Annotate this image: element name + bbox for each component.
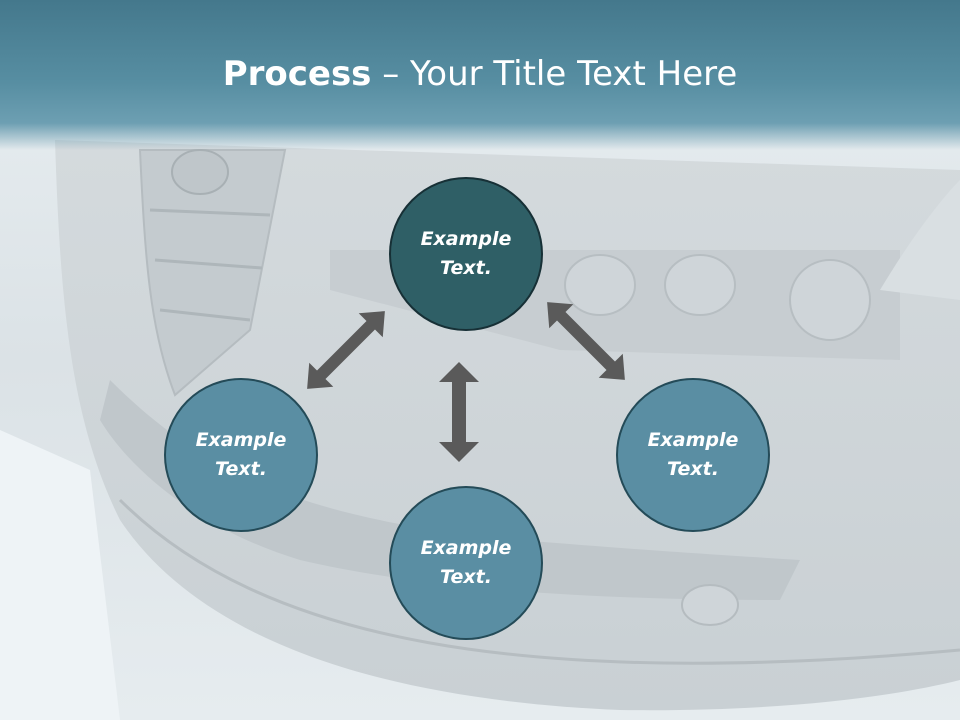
process-node-top: Example Text. <box>389 177 543 331</box>
process-node-left-label: Example Text. <box>195 429 287 480</box>
title-bold-part: Process <box>222 54 372 94</box>
process-node-left: Example Text. <box>164 378 318 532</box>
process-node-bottom: Example Text. <box>389 486 543 640</box>
process-node-right: Example Text. <box>616 378 770 532</box>
process-node-right-label: Example Text. <box>647 429 739 480</box>
title-rest-part: – Your Title Text Here <box>371 54 738 94</box>
process-node-bottom-label: Example Text. <box>420 537 512 588</box>
title-bar <box>0 0 960 150</box>
double-arrow-vertical <box>439 362 479 462</box>
double-arrow-top-right <box>547 302 625 380</box>
slide-title: Process – Your Title Text Here <box>0 52 960 96</box>
process-node-top-label: Example Text. <box>420 228 512 279</box>
double-arrow-top-left <box>307 311 385 389</box>
